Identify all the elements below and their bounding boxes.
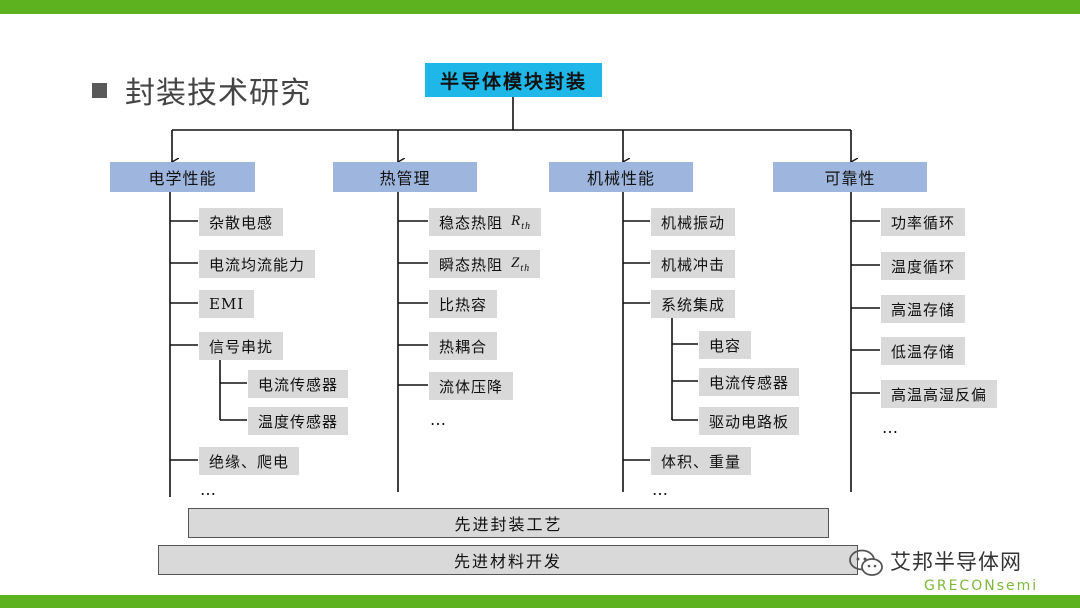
leaf-thermal-coupling: 热耦合 bbox=[429, 332, 498, 360]
leaf-text: 瞬态热阻 bbox=[439, 255, 504, 274]
root-node: 半导体模块封装 bbox=[425, 63, 602, 97]
leaf-signal-crosstalk: 信号串扰 bbox=[199, 332, 284, 360]
leaf-volume-weight: 体积、重量 bbox=[651, 447, 752, 475]
symbol-subscript: th bbox=[520, 262, 531, 274]
leaf-driver-board: 驱动电路板 bbox=[699, 407, 800, 435]
category-electrical: 电学性能 bbox=[110, 162, 255, 192]
thermal-symbol: Zth bbox=[511, 255, 530, 274]
bottom-accent-bar bbox=[0, 595, 1080, 608]
leaf-system-integration: 系统集成 bbox=[651, 290, 736, 318]
leaf-current-sharing: 电流均流能力 bbox=[199, 250, 316, 278]
leaf-specific-heat: 比热容 bbox=[429, 290, 498, 318]
leaf-stray-inductance: 杂散电感 bbox=[199, 208, 284, 236]
symbol-letter: Z bbox=[511, 254, 521, 271]
leaf-power-cycling: 功率循环 bbox=[881, 208, 966, 236]
leaf-fluid-pressure-drop: 流体压降 bbox=[429, 372, 514, 400]
watermark: 艾邦半导体网 GRECONsemi bbox=[840, 544, 1076, 596]
leaf-emi: EMI bbox=[199, 290, 255, 318]
watermark-subtitle: GRECONsemi bbox=[924, 578, 1039, 594]
top-accent-bar bbox=[0, 0, 1080, 14]
advanced-packaging-process-bar: 先进封装工艺 bbox=[188, 508, 829, 538]
thermal-ellipsis: … bbox=[430, 410, 447, 429]
watermark-title: 艾邦半导体网 bbox=[890, 550, 1022, 574]
reliability-ellipsis: … bbox=[882, 418, 899, 437]
symbol-letter: R bbox=[511, 212, 522, 229]
square-bullet-icon bbox=[92, 82, 107, 98]
leaf-high-temp-storage: 高温存储 bbox=[881, 295, 966, 323]
slide-heading: 封装技术研究 bbox=[92, 70, 311, 111]
leaf-mechanical-shock: 机械冲击 bbox=[651, 250, 736, 278]
leaf-insulation-creepage: 绝缘、爬电 bbox=[199, 447, 300, 475]
thermal-symbol: Rth bbox=[511, 213, 531, 232]
wechat-icon bbox=[849, 549, 883, 576]
leaf-capacitor: 电容 bbox=[699, 331, 752, 359]
leaf-mechanical-vibration: 机械振动 bbox=[651, 208, 736, 236]
electrical-ellipsis: … bbox=[200, 480, 217, 499]
leaf-text: 稳态热阻 bbox=[439, 213, 504, 232]
category-thermal: 热管理 bbox=[333, 162, 477, 192]
category-reliability: 可靠性 bbox=[773, 162, 927, 192]
leaf-h3trb: 高温高湿反偏 bbox=[881, 380, 998, 408]
leaf-temperature-sensor: 温度传感器 bbox=[248, 407, 349, 435]
leaf-current-sensor: 电流传感器 bbox=[248, 370, 349, 398]
leaf-temperature-cycling: 温度循环 bbox=[881, 252, 966, 280]
leaf-mech-current-sensor: 电流传感器 bbox=[699, 368, 800, 396]
mechanical-ellipsis: … bbox=[652, 480, 669, 499]
heading-text: 封装技术研究 bbox=[125, 76, 311, 111]
category-mechanical: 机械性能 bbox=[549, 162, 693, 192]
leaf-low-temp-storage: 低温存储 bbox=[881, 337, 966, 365]
leaf-transient-thermal-impedance: 瞬态热阻 Zth bbox=[429, 250, 541, 278]
symbol-subscript: th bbox=[521, 220, 531, 232]
advanced-materials-bar: 先进材料开发 bbox=[158, 545, 858, 575]
leaf-steady-thermal-resistance: 稳态热阻 Rth bbox=[429, 208, 541, 236]
